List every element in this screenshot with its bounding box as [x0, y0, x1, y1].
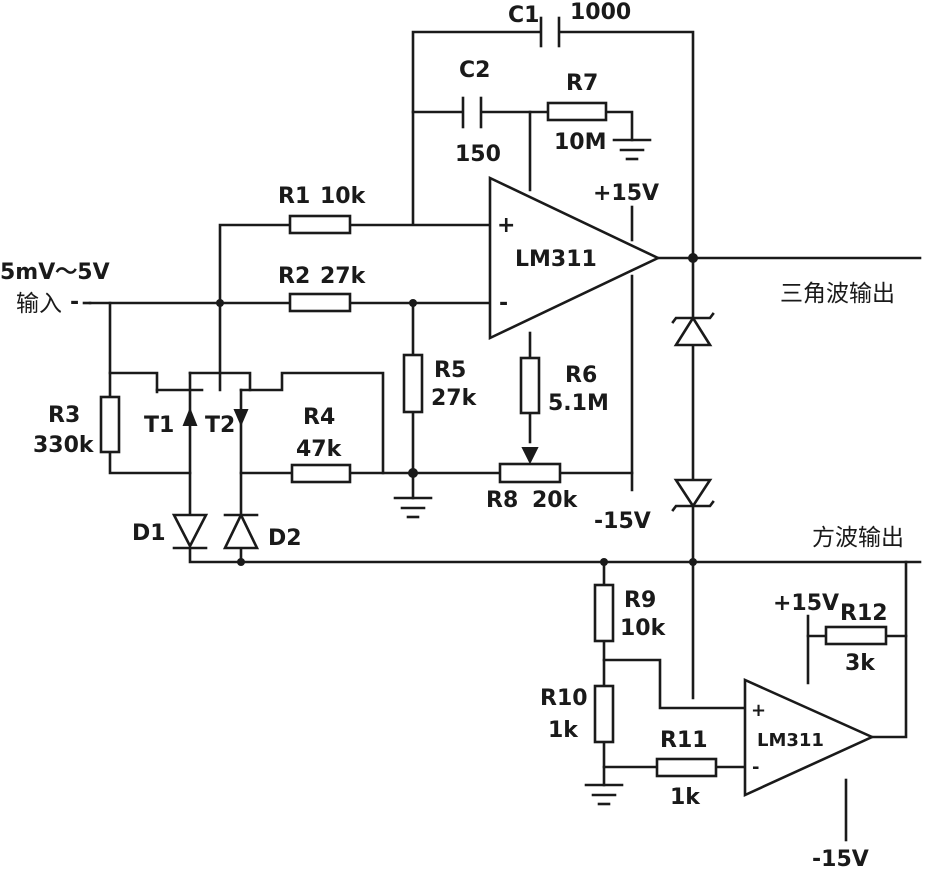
c2-value: 150	[455, 142, 501, 167]
c2-label: C2	[459, 58, 490, 83]
diode-d2	[222, 512, 260, 550]
r2-label: R2	[278, 264, 310, 289]
resistor-r10	[593, 684, 615, 744]
r2-value: 27k	[320, 264, 367, 289]
r9-value: 10k	[620, 616, 667, 641]
ground-symbol-r7	[612, 138, 652, 161]
wires	[82, 30, 922, 842]
bottom-supply-positive: +15V	[773, 591, 839, 616]
top-supply-negative: -15V	[594, 509, 651, 534]
opamp-bottom: + - LM311	[743, 677, 876, 798]
d1-label: D1	[132, 521, 166, 546]
opamp-top-minus: -	[499, 291, 508, 316]
resistor-r5	[402, 353, 424, 414]
t2-label: T2	[205, 413, 235, 438]
r6-label: R6	[565, 363, 597, 388]
r7-label: R7	[566, 71, 598, 96]
r4-label: R4	[303, 405, 335, 430]
r1-value: 10k	[320, 184, 367, 209]
resistor-r4	[290, 463, 352, 484]
opamp-top-label: LM311	[515, 247, 597, 272]
r8-value: 20k	[532, 488, 579, 513]
junctions	[216, 253, 698, 566]
resistor-r3	[99, 395, 121, 454]
r12-label: R12	[840, 601, 888, 626]
resistor-r8	[498, 462, 562, 484]
r4-value: 47k	[296, 437, 343, 462]
opamp-bottom-minus: -	[752, 757, 759, 778]
resistor-r7	[546, 101, 608, 122]
zener-diode-upper	[671, 312, 715, 347]
r10-value: 1k	[548, 718, 579, 743]
opamp-top-plus: +	[497, 213, 515, 238]
c1-value: 1000	[570, 0, 631, 25]
bottom-supply-negative: -15V	[812, 847, 869, 872]
resistor-r12	[824, 625, 888, 646]
resistor-r1	[288, 214, 352, 235]
input-label: 输入	[16, 291, 62, 317]
r7-value: 10M	[554, 130, 607, 155]
r12-value: 3k	[845, 651, 876, 676]
potentiometer-wiper-arrow	[521, 447, 539, 465]
opamp-bottom-plus: +	[751, 700, 766, 721]
ground-symbol-r5	[393, 496, 433, 519]
resistor-r9	[593, 583, 615, 643]
opamp-top: + - LM311	[488, 175, 662, 341]
resistor-r11	[655, 757, 718, 778]
r11-value: 1k	[670, 785, 701, 810]
r8-label: R8	[486, 488, 518, 513]
r3-label: R3	[48, 403, 80, 428]
r6-value: 5.1M	[548, 391, 609, 416]
triangle-output-label: 三角波输出	[780, 281, 895, 307]
r11-label: R11	[660, 728, 708, 753]
input-range-label: 5mV～5V	[0, 260, 110, 285]
opamp-bottom-label: LM311	[757, 730, 824, 751]
capacitor-c1	[539, 16, 561, 48]
resistor-r6	[519, 356, 541, 415]
input-dash: -	[70, 290, 79, 315]
transistor-t1-arrow	[182, 407, 198, 426]
top-supply-positive: +15V	[593, 181, 659, 206]
r10-label: R10	[540, 686, 588, 711]
t1-label: T1	[144, 413, 174, 438]
r9-label: R9	[624, 588, 656, 613]
c1-label: C1	[508, 3, 539, 28]
zener-diode-lower	[671, 478, 715, 512]
r1-label: R1	[278, 184, 310, 209]
square-output-label: 方波输出	[812, 525, 904, 551]
d2-label: D2	[268, 526, 302, 551]
r3-value: 330k	[33, 433, 95, 458]
ground-symbol-r10	[584, 783, 624, 806]
capacitor-c2	[461, 96, 483, 129]
diode-d1	[171, 513, 209, 550]
resistor-r2	[288, 292, 352, 313]
transistor-t2-arrow	[233, 409, 249, 427]
r5-label: R5	[434, 358, 466, 383]
r5-value: 27k	[431, 386, 478, 411]
